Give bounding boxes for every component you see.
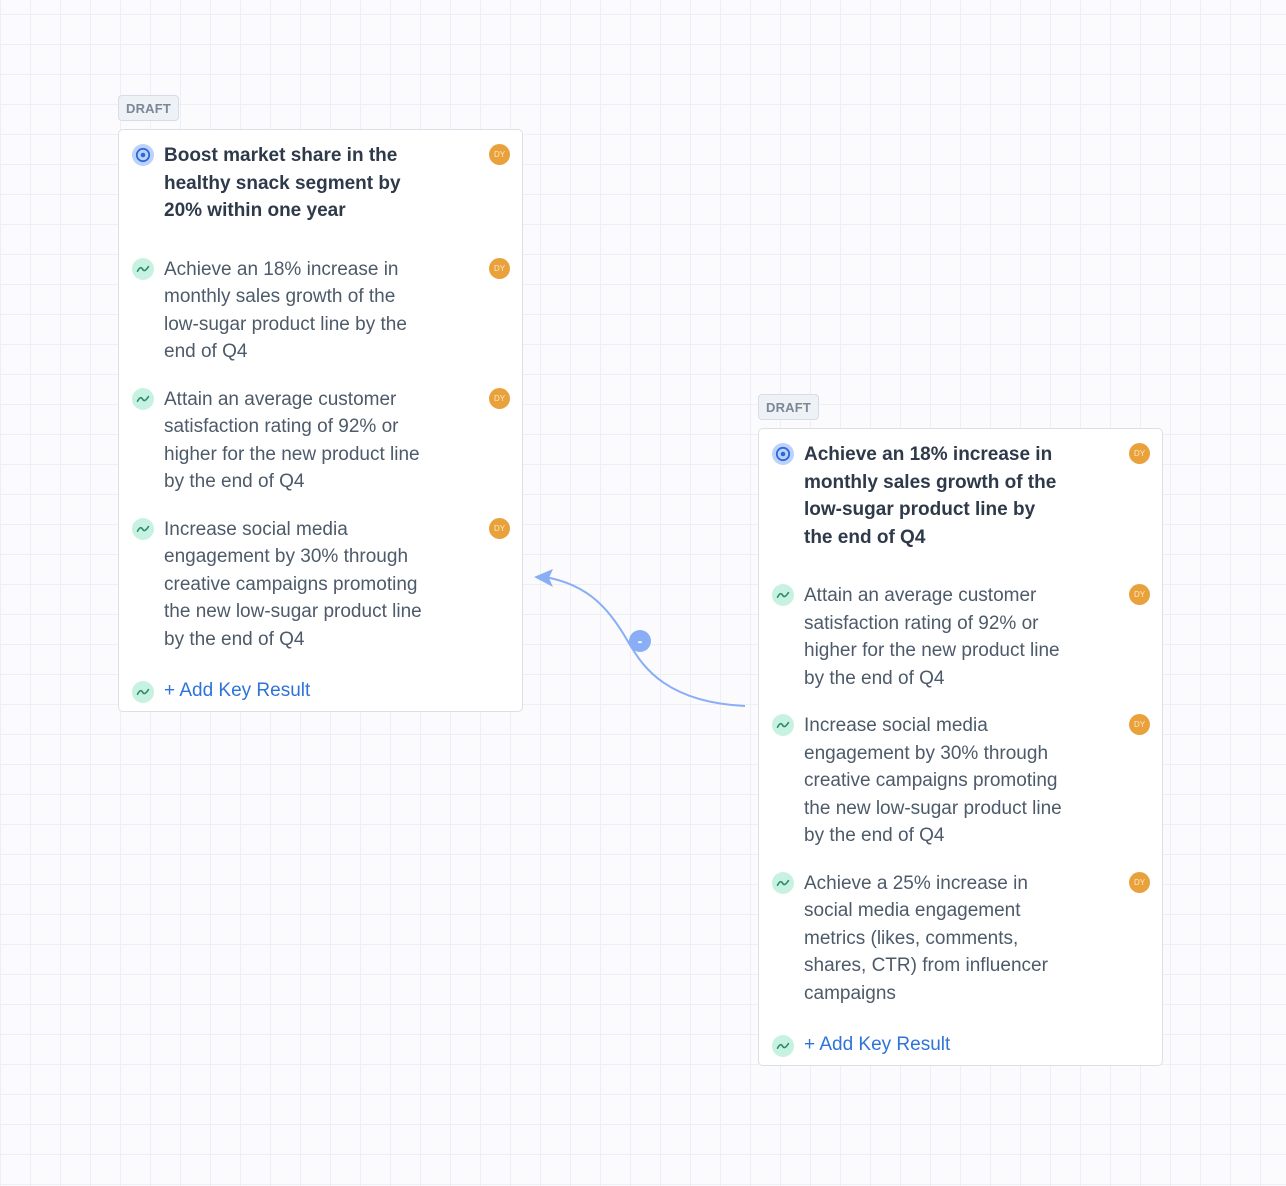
connector-handle[interactable]	[629, 630, 651, 652]
connector-handle-label: -	[638, 633, 643, 649]
objective-row[interactable]: Achieve an 18% increase in monthly sales…	[772, 441, 1150, 551]
owner-avatar[interactable]: DY	[489, 387, 510, 409]
add-key-result-label[interactable]: + Add Key Result	[804, 1034, 951, 1055]
key-result-title: Achieve a 25% increase in social media e…	[804, 872, 1048, 1004]
owner-avatar[interactable]: DY	[489, 144, 510, 165]
key-result-row[interactable]: Attain an average customer satisfaction …	[772, 582, 1150, 692]
key-result-title: Increase social media engagement by 30% …	[164, 518, 422, 650]
trend-line-icon	[772, 714, 794, 736]
key-result-title: Attain an average customer satisfaction …	[164, 388, 420, 493]
owner-avatar[interactable]: DY	[1129, 714, 1150, 735]
objective-row[interactable]: Boost market share in the healthy snack …	[132, 142, 510, 225]
trend-line-icon	[132, 257, 154, 280]
key-result-row[interactable]: Achieve an 18% increase in monthly sales…	[132, 256, 510, 366]
key-result-row[interactable]: Increase social media engagement by 30% …	[772, 712, 1150, 850]
key-result-title: Increase social media engagement by 30% …	[804, 715, 1062, 846]
key-result-title: Achieve an 18% increase in monthly sales…	[164, 258, 407, 363]
trend-line-icon	[132, 517, 154, 540]
trend-line-icon	[772, 584, 794, 606]
owner-avatar[interactable]: DY	[1129, 584, 1150, 605]
owner-avatar[interactable]: DY	[1129, 871, 1150, 893]
owner-avatar[interactable]: DY	[489, 517, 510, 539]
objective-card[interactable]: Achieve an 18% increase in monthly sales…	[758, 428, 1163, 1066]
key-result-row[interactable]: Achieve a 25% increase in social media e…	[772, 870, 1150, 1008]
target-icon	[132, 144, 154, 166]
add-key-result-label[interactable]: + Add Key Result	[164, 680, 311, 701]
status-badge: DRAFT	[118, 95, 180, 121]
add-key-result-button[interactable]: + Add Key Result	[132, 679, 510, 703]
key-result-row[interactable]: Attain an average customer satisfaction …	[132, 386, 510, 496]
objective-title: Achieve an 18% increase in monthly sales…	[804, 444, 1057, 548]
trend-line-icon	[772, 871, 794, 894]
key-result-title: Attain an average customer satisfaction …	[804, 585, 1060, 689]
owner-avatar[interactable]: DY	[1129, 443, 1150, 464]
objective-card[interactable]: Boost market share in the healthy snack …	[118, 129, 523, 712]
owner-avatar[interactable]: DY	[489, 257, 510, 279]
key-result-row[interactable]: Increase social media engagement by 30% …	[132, 516, 510, 654]
add-key-result-button[interactable]: + Add Key Result	[772, 1033, 1150, 1057]
arrowhead-icon	[534, 569, 553, 587]
trend-line-icon	[132, 681, 154, 703]
trend-line-icon	[132, 387, 154, 410]
target-icon	[772, 443, 794, 465]
trend-line-icon	[772, 1035, 794, 1057]
objective-title: Boost market share in the healthy snack …	[164, 145, 401, 221]
status-badge: DRAFT	[758, 394, 820, 420]
